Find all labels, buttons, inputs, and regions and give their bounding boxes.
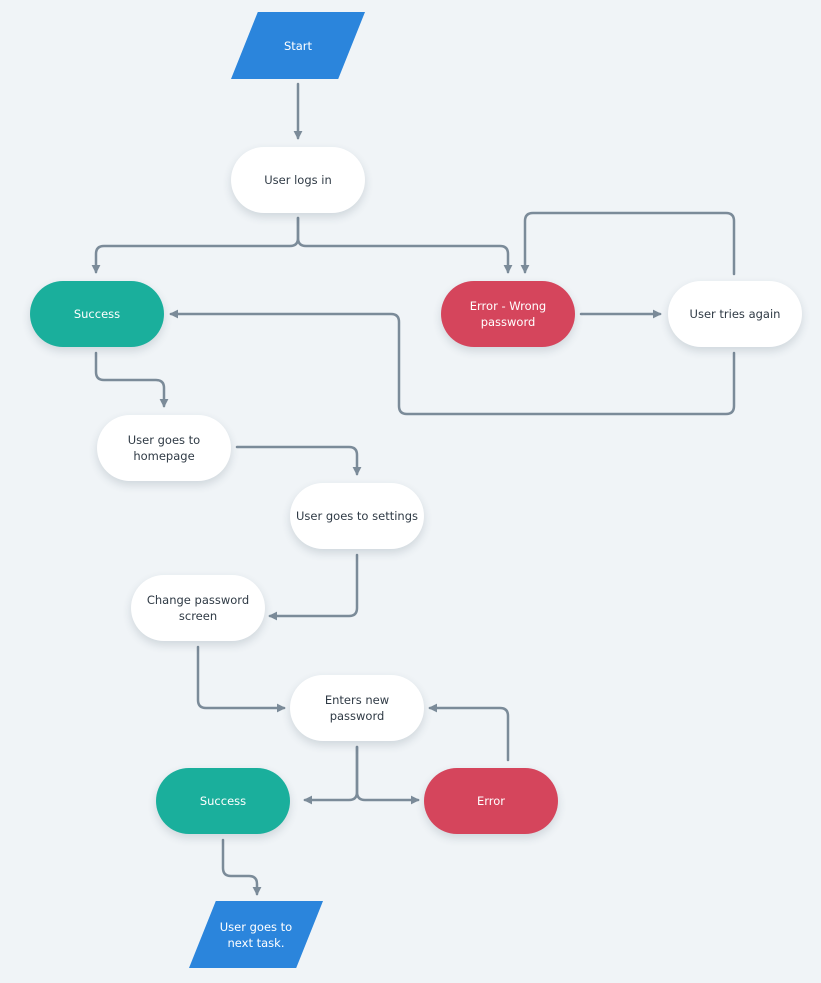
- change-password-screen-node[interactable]: Change password screen: [131, 575, 265, 641]
- user-goes-to-homepage-node[interactable]: User goes to homepage: [97, 415, 231, 481]
- edge-user-tries-again-to-success: [169, 309, 736, 416]
- start-node-label: Start: [283, 38, 313, 53]
- user-logs-in-label: User logs in: [264, 173, 332, 187]
- edge-success-to-user-goes-to-homepage: [94, 351, 169, 408]
- change-error-node[interactable]: Error: [424, 768, 558, 834]
- user-tries-again-label: User tries again: [689, 307, 781, 321]
- edge-change-password-screen-to-enters-new-password: [196, 645, 286, 713]
- user-logs-in-node[interactable]: User logs in: [231, 147, 365, 213]
- login-success-node[interactable]: Success: [30, 281, 164, 347]
- user-goes-to-settings-label: User goes to settings: [296, 509, 418, 523]
- edge-success-to-next-task: [221, 838, 262, 896]
- error-wrong-password-label: Error - Wrong password: [469, 299, 547, 329]
- edge-error-to-enters-new-password: [428, 703, 510, 762]
- user-goes-to-settings-node[interactable]: User goes to settings: [290, 483, 424, 549]
- error-wrong-password-node[interactable]: Error - Wrong password: [441, 281, 575, 347]
- user-tries-again-node[interactable]: User tries again: [668, 281, 802, 347]
- next-task-label: User goes to next task.: [219, 919, 293, 950]
- login-success-label: Success: [73, 307, 121, 321]
- user-goes-to-homepage-label: User goes to homepage: [127, 433, 201, 463]
- edge-enters-new-password-to-success: [303, 745, 359, 805]
- change-success-node[interactable]: Success: [156, 768, 290, 834]
- change-password-screen-label: Change password screen: [146, 593, 250, 623]
- enters-new-password-label: Enters new password: [324, 693, 390, 723]
- change-error-label: Error: [476, 794, 506, 808]
- change-success-label: Success: [199, 794, 247, 808]
- edge-user-logs-in-to-success: [91, 216, 300, 274]
- edge-enters-new-password-to-error: [355, 745, 420, 805]
- edge-user-logs-in-to-error-wrong-password: [296, 216, 513, 274]
- edge-user-tries-again-to-error-wrong-password: [520, 211, 736, 276]
- edge-settings-to-change-password-screen: [268, 553, 359, 621]
- enters-new-password-node[interactable]: Enters new password: [290, 675, 424, 741]
- edge-homepage-to-settings: [235, 445, 362, 476]
